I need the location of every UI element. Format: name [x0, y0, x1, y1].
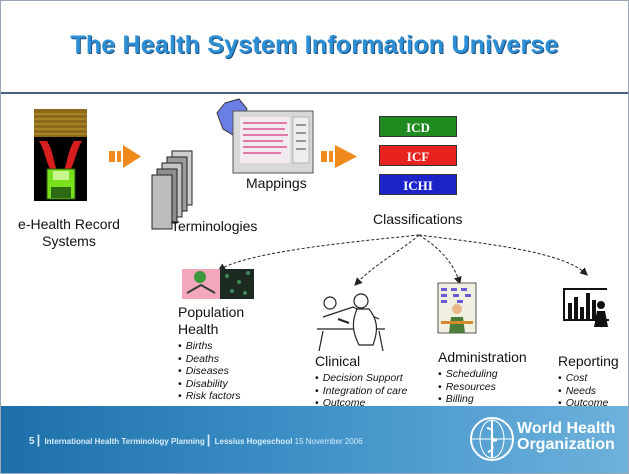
who-line-2: Organization — [517, 436, 615, 453]
footer-separator: | — [206, 432, 211, 447]
list-item: Diseases — [178, 365, 244, 378]
category-reporting: Reporting Cost Needs Outcome — [558, 353, 619, 410]
list-item: Disability — [178, 378, 244, 391]
category-items: Births Deaths Diseases Disability Risk f… — [178, 340, 244, 403]
list-item: Deaths — [178, 353, 244, 366]
clinical-image — [317, 293, 385, 352]
terminologies-label: Terminologies — [171, 218, 258, 234]
arrow-ehealth-to-terminologies — [109, 145, 141, 168]
page-number: 5 — [29, 436, 35, 447]
arrow-to-reporting — [418, 234, 588, 276]
classification-box-icd: ICD — [379, 116, 457, 137]
category-items: Cost Needs Outcome — [558, 372, 619, 410]
who-line-1: World Health — [517, 420, 616, 437]
classification-box-ichi: ICHI — [379, 174, 457, 195]
footer-venue: Lessius Hogeschool — [214, 437, 293, 446]
list-item: Decision Support — [315, 372, 407, 385]
footer-band: 5| International Health Terminology Plan… — [1, 406, 628, 473]
who-wordmark: World Health Organization — [517, 421, 615, 453]
dissemination-arrows — [217, 234, 588, 286]
reporting-image — [563, 288, 609, 327]
population-health-image — [182, 269, 254, 299]
arrow-to-clinical — [354, 234, 420, 286]
list-item: Resources — [438, 381, 527, 394]
category-items: Scheduling Resources Billing — [438, 368, 527, 406]
classification-box-icf: ICF — [379, 145, 457, 166]
category-items: Decision Support Integration of care Out… — [315, 372, 408, 410]
terminologies-image — [151, 150, 193, 230]
mappings-label: Mappings — [246, 175, 307, 191]
list-item: Risk factors — [178, 390, 244, 403]
title-divider — [1, 92, 628, 94]
category-title: Clinical — [315, 353, 361, 369]
list-item: Integration of care — [315, 385, 408, 398]
category-population-health: Population Health Births Deaths Diseases… — [178, 304, 244, 403]
arrow-to-administration — [418, 234, 462, 285]
footer-date: 15 November 2006 — [294, 437, 363, 446]
list-item: Cost — [558, 372, 619, 385]
category-title: Population Health — [178, 304, 245, 337]
arrow-mappings-to-classifications — [321, 145, 357, 168]
arrow-to-population — [217, 234, 420, 272]
footer-text: 5| International Health Terminology Plan… — [29, 432, 363, 447]
category-title: Reporting — [558, 353, 619, 369]
list-item: Billing — [438, 393, 527, 406]
ehealth-record-image — [34, 109, 87, 201]
category-title: Administration — [438, 349, 527, 365]
category-clinical: Clinical Decision Support Integration of… — [315, 353, 407, 410]
category-administration: Administration Scheduling Resources Bill… — [438, 349, 527, 406]
list-item: Needs — [558, 385, 619, 398]
list-item: Scheduling — [438, 368, 527, 381]
ehealth-label: e-Health Record Systems — [18, 216, 120, 249]
slide-title: The Health System Information Universe — [70, 31, 559, 59]
who-emblem-icon — [470, 417, 514, 461]
classifications-label: Classifications — [373, 211, 463, 227]
list-item: Births — [178, 340, 244, 353]
administration-image — [437, 282, 477, 334]
footer-separator: | — [36, 432, 41, 447]
footer-event: International Health Terminology Plannin… — [44, 437, 205, 446]
mappings-image — [216, 98, 314, 174]
